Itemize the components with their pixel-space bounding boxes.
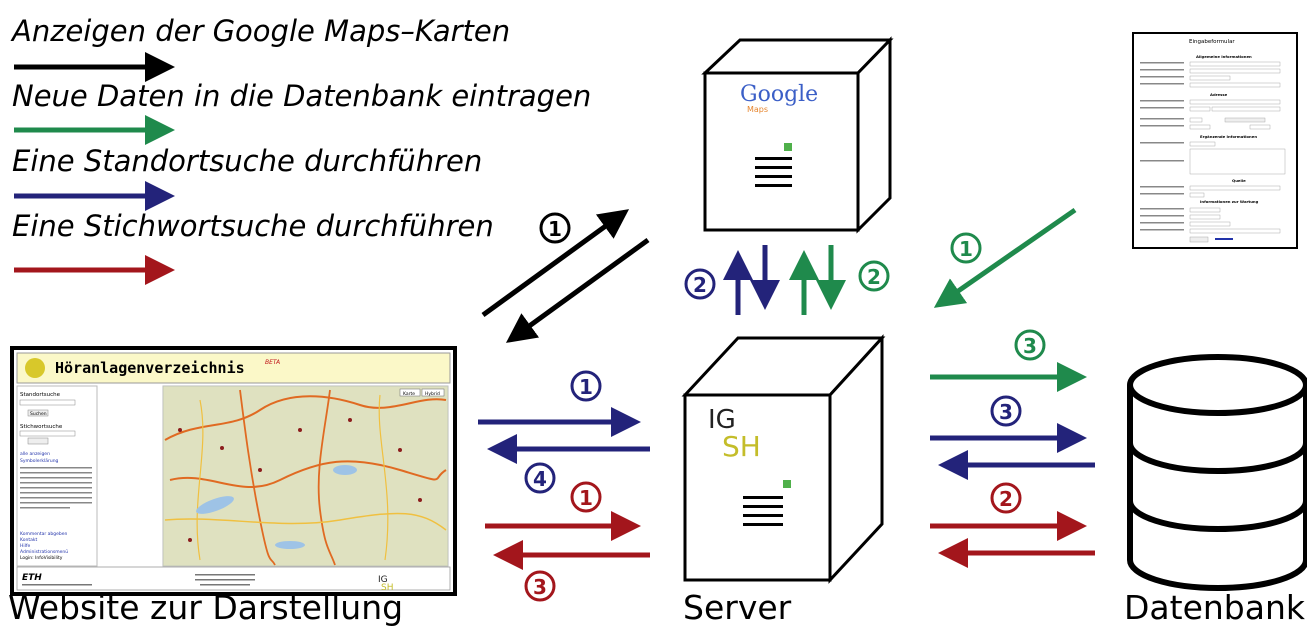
arrow-form-to-server [933,207,1077,308]
form-section-extra: Ergänzende Informationen [1200,134,1257,139]
google-logo: Google [740,82,818,107]
step-number: 3 [533,575,547,599]
form-section-address: Adresse [1210,92,1228,97]
website-footer-link-comment: Kommentar abgeben [20,531,68,537]
website-footer-link-contact: Kontakt [20,537,37,543]
database-cylinder [1127,354,1307,591]
arrow-website-to-google [481,209,630,318]
step-badge-green-form-1: 1 [950,232,982,264]
form-section-source: Quelle [1232,178,1246,183]
server-status-light [783,480,791,488]
main-server: IG SH [681,334,886,584]
step-badge-website-blue-1: 1 [570,370,602,402]
step-badge-db-green-3: 3 [1014,329,1046,361]
step-number: 2 [867,265,881,289]
website-link-all: alle anzeigen [20,451,50,457]
server-logo-sh: SH [722,430,761,463]
step-badge-google-green-2: 2 [858,260,890,292]
step-number: 1 [579,375,593,399]
website-footer-link-admin: Administrationsmenü [20,549,68,555]
website-footer-ig-logo: IG [378,575,388,585]
legend-label-keyword-search: Eine Stichwortsuche durchführen [12,209,494,243]
form-title: Eingabeformular [1189,39,1235,45]
map-button-hybrid: Hybrid [425,391,440,397]
website-search-button: Suchen [30,411,47,417]
form-section-maintenance: Informationen zur Wartung [1200,199,1259,204]
website-link-legend: Symbolerklärung [20,458,59,464]
website-thumbnail: Höranlagenverzeichnis BETA Standortsuche… [10,346,457,596]
website-stichwort-heading: Stichwortsuche [20,424,63,430]
website-standort-heading: Standortsuche [20,392,61,398]
step-number: 4 [533,467,547,491]
database-caption: Datenbank [1124,588,1305,627]
website-title: Höranlagenverzeichnis [55,359,245,377]
form-section-general: Allgemeine Informationen [1196,54,1252,59]
step-badge-db-blue-3: 3 [990,395,1022,427]
google-status-light [784,143,792,151]
arrow-google-to-website [505,237,650,343]
google-maps-server: Google Maps [701,36,894,234]
website-footer-eth-logo: ETH [22,573,42,583]
step-badge-website-red-1: 1 [570,481,602,513]
website-footer-sh-logo: SH [381,583,393,593]
step-number: 2 [693,273,707,297]
website-map: Karte Hybrid [162,385,449,567]
step-badge-black-1: 1 [539,212,571,244]
server-logo-ig: IG [708,405,736,435]
website-beta-badge: BETA [265,359,280,366]
website-caption: Website zur Darstellung [8,588,404,627]
step-number: 1 [548,217,562,241]
step-number: 1 [959,237,973,261]
google-maps-sublabel: Maps [747,105,768,114]
step-badge-db-red-2: 2 [990,482,1022,514]
form-thumbnail: Eingabeformular Allgemeine Informationen… [1132,32,1298,249]
step-badge-website-blue-4: 4 [524,462,556,494]
website-logo-icon [25,358,45,378]
server-caption: Server [683,588,792,627]
step-number: 2 [999,487,1013,511]
step-number: 1 [579,486,593,510]
website-footer-link-help: Hilfe [20,543,30,549]
website-footer-login: Login: InfoVisibility [20,555,63,561]
map-button-karte: Karte [403,391,415,397]
legend-label-new-data: Neue Daten in die Datenbank eintragen [12,79,592,113]
legend-label-maps: Anzeigen der Google Maps–Karten [12,14,511,48]
step-badge-website-red-3: 3 [524,570,556,602]
step-number: 3 [1023,334,1037,358]
step-badge-google-blue-2: 2 [684,268,716,300]
step-number: 3 [999,400,1013,424]
legend-label-location-search: Eine Standortsuche durchführen [12,144,483,178]
